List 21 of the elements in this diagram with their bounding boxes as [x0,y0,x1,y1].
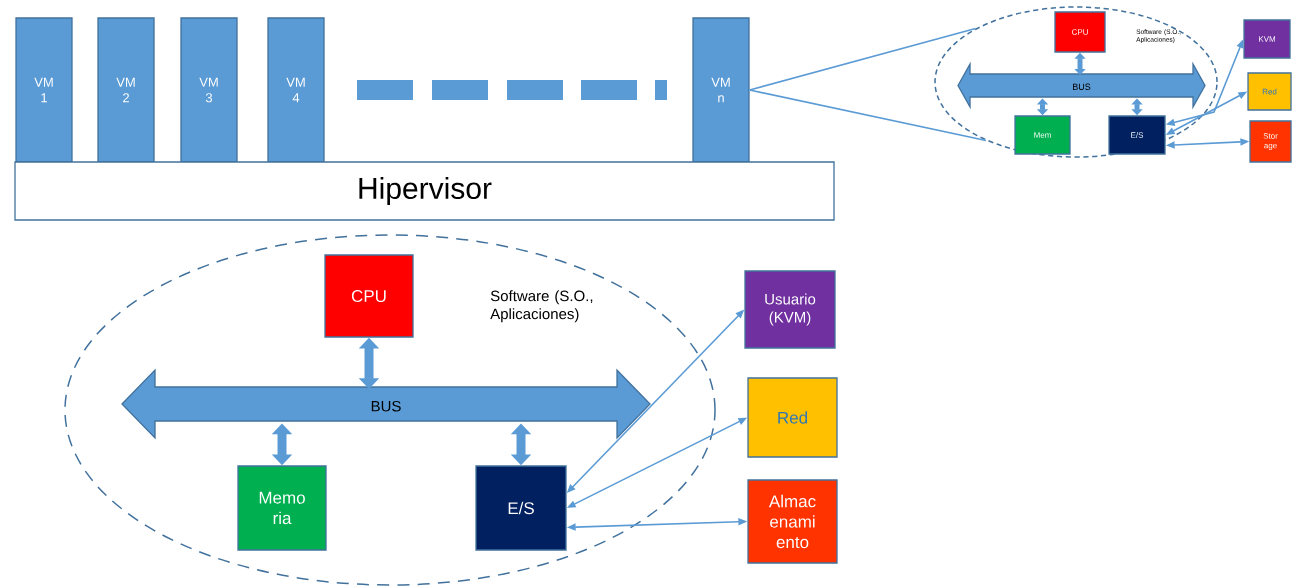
cpu-box: CPU [324,254,414,338]
vm-box: VM 4 [267,17,325,163]
user-box: KVM [1243,19,1291,59]
memory-box: Mem [1014,115,1071,155]
callout-line [748,89,987,142]
vm-box: VM 1 [15,17,73,163]
callout-line [748,27,977,91]
vm-box: VM 2 [97,17,155,163]
user-box: Usuario (KVM) [744,270,836,349]
vm-box: VM n [692,17,750,163]
memory-box: Memo ria [237,465,327,551]
io-box: E/S [1108,115,1166,155]
storage-box: Stor age [1249,120,1292,163]
caption-text: Software (S.O., Aplicaciones) [490,290,593,323]
cpu-box: CPU [1054,11,1106,53]
vm-box: VM 3 [180,17,238,163]
network-box: Red [747,377,838,458]
io-box: E/S [475,465,567,551]
storage-box: Almac enami ento [747,479,838,564]
network-box: Red [1247,72,1292,111]
hypervisor-box: Hipervisor [14,161,835,221]
